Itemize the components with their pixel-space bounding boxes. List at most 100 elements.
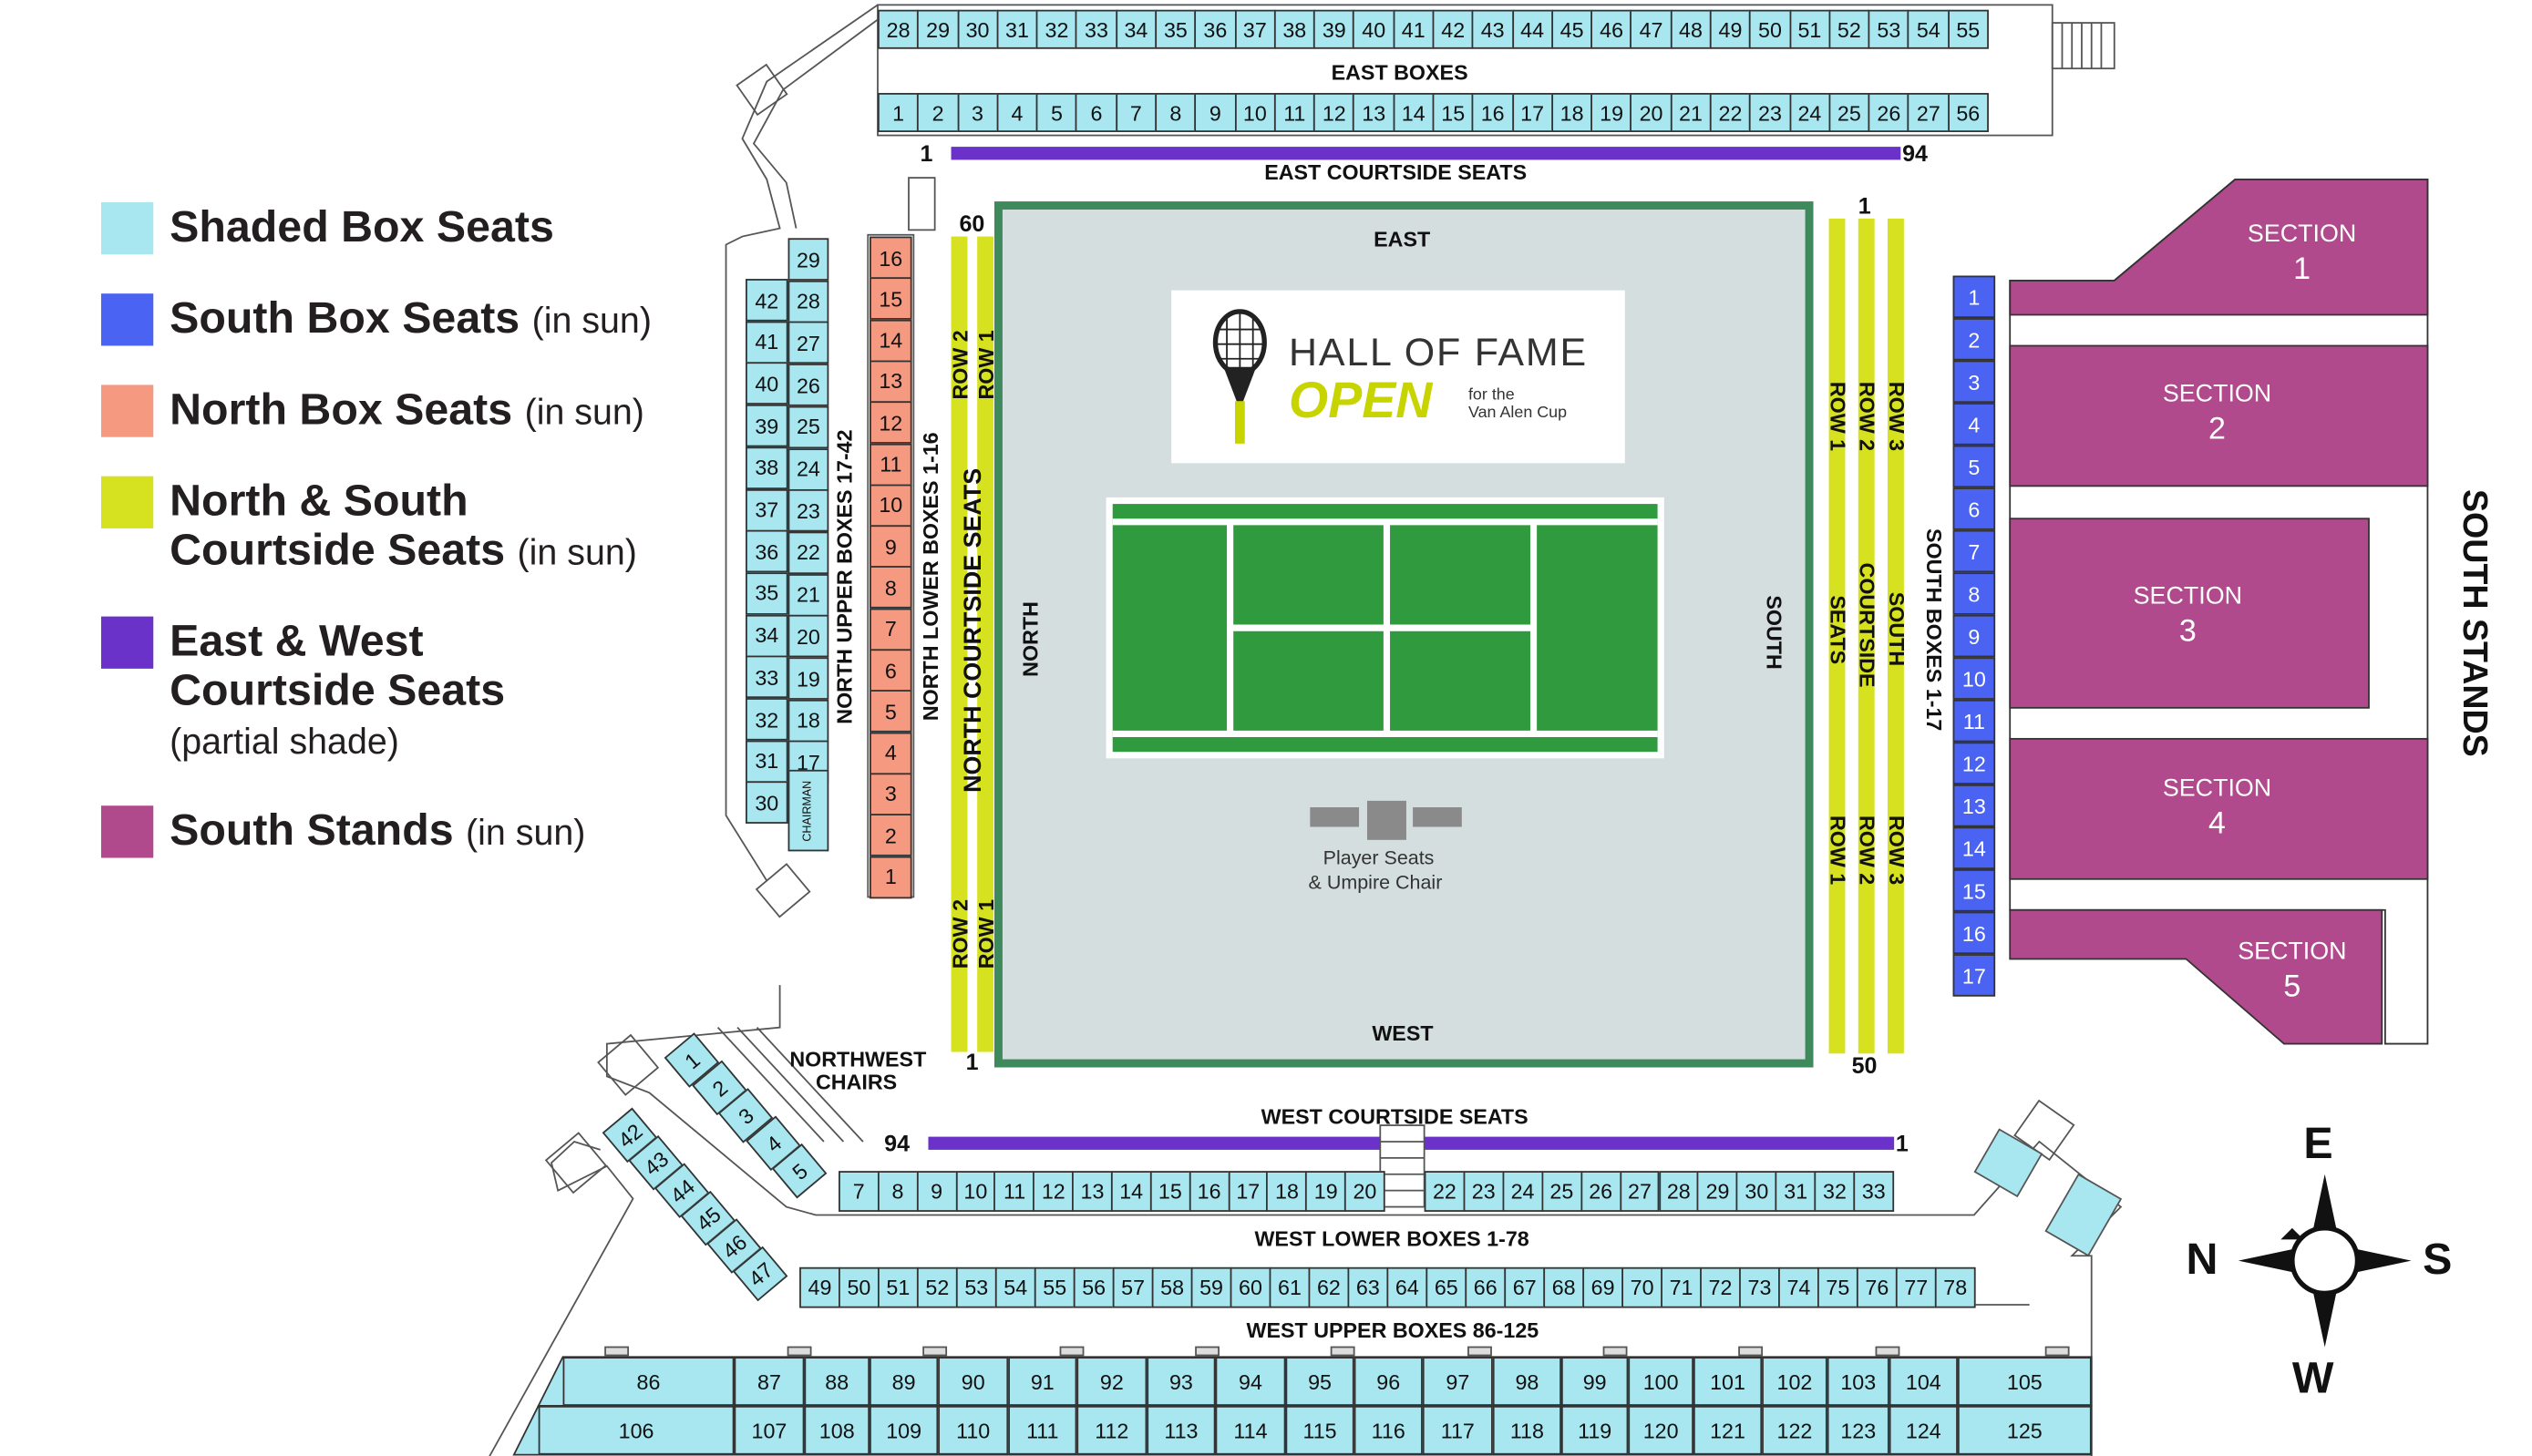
west-lower-box[interactable]: 14: [1110, 1171, 1152, 1212]
west-upper-box[interactable]: 103: [1827, 1357, 1889, 1406]
west-upper-box[interactable]: 118: [1492, 1405, 1561, 1455]
south-box[interactable]: 17: [1952, 954, 1996, 997]
west-upper-box[interactable]: 95: [1285, 1357, 1354, 1406]
east-box[interactable]: 5: [1035, 93, 1078, 132]
west-lower-box[interactable]: 65: [1426, 1266, 1467, 1308]
north-upper-box[interactable]: 21: [787, 573, 829, 616]
west-lower-box[interactable]: 63: [1347, 1266, 1389, 1308]
west-lower-box[interactable]: 62: [1308, 1266, 1350, 1308]
north-lower-box[interactable]: 11: [870, 442, 912, 486]
north-upper-box[interactable]: 30: [746, 782, 788, 825]
west-lower-box[interactable]: 9: [916, 1171, 957, 1212]
west-upper-box[interactable]: 90: [938, 1357, 1009, 1406]
west-lower-box[interactable]: 28: [1658, 1171, 1700, 1212]
west-upper-box[interactable]: 124: [1889, 1405, 1958, 1455]
east-box[interactable]: 16: [1472, 93, 1514, 132]
west-upper-box[interactable]: 125: [1957, 1405, 2092, 1455]
east-box[interactable]: 15: [1432, 93, 1474, 132]
north-upper-box[interactable]: 25: [787, 405, 829, 448]
east-box[interactable]: 23: [1749, 93, 1791, 132]
east-box[interactable]: 45: [1550, 9, 1593, 49]
north-upper-box[interactable]: 26: [787, 364, 829, 406]
east-box[interactable]: 31: [996, 9, 1038, 49]
west-upper-box[interactable]: 101: [1693, 1357, 1763, 1406]
west-lower-box[interactable]: 22: [1424, 1171, 1466, 1212]
east-box[interactable]: 28: [877, 9, 920, 49]
north-lower-box[interactable]: 15: [870, 277, 912, 321]
west-lower-box[interactable]: 53: [955, 1266, 997, 1308]
east-box[interactable]: 47: [1630, 9, 1673, 49]
south-box[interactable]: 15: [1952, 869, 1996, 912]
north-upper-box[interactable]: 38: [746, 446, 788, 489]
west-upper-box[interactable]: 104: [1889, 1357, 1958, 1406]
east-box[interactable]: 40: [1353, 9, 1395, 49]
west-lower-box[interactable]: 68: [1543, 1266, 1585, 1308]
west-upper-box[interactable]: 86: [562, 1357, 735, 1406]
east-box[interactable]: 12: [1313, 93, 1355, 132]
north-lower-box[interactable]: 4: [870, 731, 912, 774]
south-box[interactable]: 11: [1952, 699, 1996, 743]
west-lower-box[interactable]: 76: [1856, 1266, 1898, 1308]
west-lower-box[interactable]: 15: [1149, 1171, 1191, 1212]
west-upper-box[interactable]: 105: [1957, 1357, 2092, 1406]
east-box[interactable]: 35: [1155, 9, 1197, 49]
north-upper-box[interactable]: 35: [746, 572, 788, 615]
east-box[interactable]: 36: [1194, 9, 1236, 49]
west-lower-box[interactable]: 60: [1230, 1266, 1271, 1308]
north-lower-box[interactable]: 3: [870, 773, 912, 815]
north-upper-box[interactable]: 39: [746, 405, 788, 447]
west-lower-box[interactable]: 57: [1112, 1266, 1154, 1308]
west-lower-box[interactable]: 74: [1778, 1266, 1819, 1308]
east-box[interactable]: 17: [1511, 93, 1553, 132]
north-lower-box[interactable]: 1: [870, 855, 912, 898]
north-lower-box[interactable]: 12: [870, 401, 912, 445]
east-box[interactable]: 53: [1868, 9, 1909, 49]
west-upper-box[interactable]: 98: [1492, 1357, 1561, 1406]
east-box[interactable]: 37: [1234, 9, 1276, 49]
north-upper-box[interactable]: 24: [787, 447, 829, 490]
north-upper-box[interactable]: 34: [746, 614, 788, 657]
east-box[interactable]: 46: [1590, 9, 1632, 49]
east-box[interactable]: 1: [877, 93, 920, 132]
west-lower-box[interactable]: 77: [1895, 1266, 1937, 1308]
north-upper-box[interactable]: 31: [746, 740, 788, 783]
west-lower-box[interactable]: 51: [877, 1266, 919, 1308]
west-upper-box[interactable]: 87: [734, 1357, 805, 1406]
west-upper-box[interactable]: 99: [1560, 1357, 1629, 1406]
east-box[interactable]: 24: [1788, 93, 1831, 132]
north-upper-box[interactable]: 29: [787, 238, 829, 281]
west-lower-box[interactable]: 58: [1151, 1266, 1193, 1308]
west-lower-box[interactable]: 72: [1700, 1266, 1741, 1308]
north-lower-box[interactable]: 9: [870, 525, 912, 569]
west-lower-box[interactable]: 25: [1541, 1171, 1582, 1212]
west-lower-box[interactable]: 73: [1739, 1266, 1780, 1308]
north-upper-box[interactable]: 33: [746, 656, 788, 699]
north-upper-box[interactable]: 42: [746, 279, 788, 322]
west-lower-box[interactable]: 20: [1344, 1171, 1385, 1212]
east-box[interactable]: 42: [1432, 9, 1474, 49]
north-lower-box[interactable]: 13: [870, 360, 912, 403]
south-box[interactable]: 2: [1952, 318, 1996, 361]
west-lower-box[interactable]: 56: [1073, 1266, 1115, 1308]
chairman-box[interactable]: CHAIRMAN: [787, 769, 829, 852]
west-lower-box[interactable]: 49: [799, 1266, 840, 1308]
west-lower-box[interactable]: 66: [1465, 1266, 1507, 1308]
east-box[interactable]: 41: [1393, 9, 1435, 49]
east-box[interactable]: 6: [1076, 93, 1117, 132]
west-lower-box[interactable]: 52: [916, 1266, 958, 1308]
east-box[interactable]: 43: [1472, 9, 1514, 49]
east-box[interactable]: 4: [996, 93, 1038, 132]
east-box[interactable]: 26: [1868, 93, 1909, 132]
east-box[interactable]: 52: [1828, 9, 1870, 49]
east-box[interactable]: 49: [1709, 9, 1752, 49]
west-lower-box[interactable]: 70: [1621, 1266, 1662, 1308]
south-box[interactable]: 14: [1952, 826, 1996, 870]
east-box[interactable]: 54: [1908, 9, 1950, 49]
west-upper-box[interactable]: 116: [1353, 1405, 1423, 1455]
north-upper-box[interactable]: 18: [787, 699, 829, 742]
west-lower-box[interactable]: 27: [1619, 1171, 1661, 1212]
west-lower-box[interactable]: 30: [1736, 1171, 1777, 1212]
